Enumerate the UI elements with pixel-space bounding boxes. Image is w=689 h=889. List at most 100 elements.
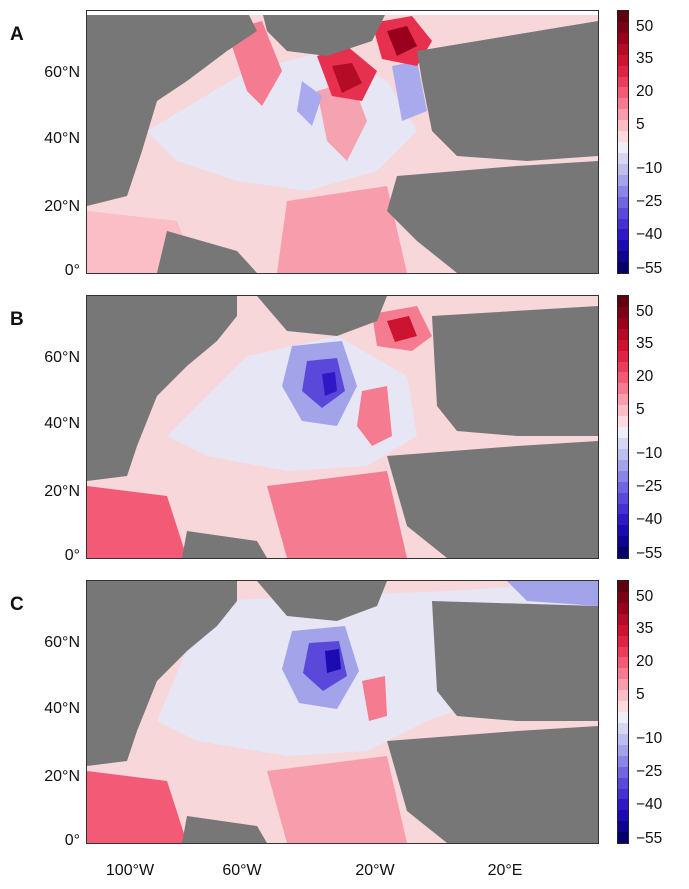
colorbar-label: −10 bbox=[636, 445, 663, 462]
colorbar-label: −25 bbox=[636, 763, 663, 780]
colorbar-label: 35 bbox=[636, 335, 654, 352]
positive-anomaly-core bbox=[387, 26, 417, 56]
colorbar-segment bbox=[618, 350, 628, 362]
colorbar-label: 50 bbox=[636, 588, 654, 605]
colorbar-segment bbox=[618, 372, 628, 384]
colorbar bbox=[617, 295, 629, 559]
colorbar-segment bbox=[618, 328, 628, 340]
colorbar-segment bbox=[618, 722, 628, 734]
colorbar-label: −55 bbox=[636, 260, 663, 277]
colorbar-segment bbox=[618, 109, 628, 121]
colorbar bbox=[617, 10, 629, 274]
colorbar-label: −40 bbox=[636, 226, 663, 243]
colorbar-label: 5 bbox=[636, 401, 645, 418]
colorbar bbox=[617, 580, 629, 844]
colorbar-segment bbox=[618, 98, 628, 110]
colorbar-segment bbox=[618, 54, 628, 66]
colorbar-segment bbox=[618, 229, 628, 241]
negative-anomaly-core bbox=[325, 649, 341, 673]
colorbar-label: −25 bbox=[636, 193, 663, 210]
panel-label: C bbox=[10, 594, 24, 615]
positive-anomaly-region bbox=[87, 486, 187, 558]
colorbar-segment bbox=[618, 142, 628, 153]
colorbar-segment bbox=[618, 810, 628, 822]
lon-label-20e: 20°E bbox=[487, 862, 523, 879]
land-south-america bbox=[182, 531, 267, 558]
colorbar-label: −40 bbox=[636, 796, 663, 813]
land-africa bbox=[387, 726, 598, 843]
colorbar-segment bbox=[618, 492, 628, 504]
panel-label: A bbox=[10, 24, 24, 45]
colorbar-segment bbox=[618, 339, 628, 351]
colorbar-segment bbox=[618, 306, 628, 318]
colorbar-segment bbox=[618, 437, 628, 449]
map-a bbox=[86, 10, 599, 274]
colorbar-label: −10 bbox=[636, 160, 663, 177]
colorbar-segment bbox=[618, 635, 628, 647]
panel-label: B bbox=[10, 309, 24, 330]
colorbar-segment bbox=[618, 832, 628, 844]
colorbar-segment bbox=[618, 701, 628, 713]
positive-anomaly-region bbox=[267, 756, 407, 843]
positive-anomaly-core bbox=[387, 316, 417, 342]
land-europe bbox=[432, 601, 598, 721]
land-greenland bbox=[257, 581, 387, 621]
colorbar-label: −10 bbox=[636, 730, 663, 747]
positive-anomaly-region bbox=[277, 186, 407, 273]
colorbar-segment bbox=[618, 613, 628, 625]
colorbar-segment bbox=[618, 240, 628, 252]
land-greenland bbox=[257, 296, 387, 336]
land-greenland bbox=[262, 11, 387, 56]
land-north-america bbox=[87, 11, 257, 206]
colorbar-segment bbox=[618, 361, 628, 373]
colorbar-segment bbox=[618, 448, 628, 460]
colorbar-segment bbox=[618, 646, 628, 658]
colorbar-segment bbox=[618, 712, 628, 723]
colorbar-segment bbox=[618, 185, 628, 197]
colorbar-segment bbox=[618, 163, 628, 175]
colorbar-label: 20 bbox=[636, 368, 654, 385]
colorbar-segment bbox=[618, 821, 628, 833]
colorbar-segment bbox=[618, 690, 628, 702]
positive-anomaly-region bbox=[362, 676, 387, 721]
colorbar-label: −55 bbox=[636, 830, 663, 847]
colorbar-segment bbox=[618, 87, 628, 99]
positive-anomaly-region bbox=[317, 81, 367, 161]
colorbar-segment bbox=[618, 317, 628, 329]
map-b bbox=[86, 295, 599, 559]
colorbar-segment bbox=[618, 536, 628, 548]
colorbar-segment bbox=[618, 514, 628, 526]
positive-anomaly-region bbox=[87, 771, 187, 843]
negative-anomaly-region bbox=[507, 581, 598, 606]
colorbar-segment bbox=[618, 251, 628, 263]
colorbar-segment bbox=[618, 459, 628, 471]
map-c bbox=[86, 580, 599, 844]
colorbar-segment bbox=[618, 43, 628, 55]
lon-label-60w: 60°W bbox=[222, 862, 262, 879]
land-north-america bbox=[87, 296, 237, 481]
colorbar-label: 5 bbox=[636, 686, 645, 703]
land-africa bbox=[387, 441, 598, 558]
colorbar-segment bbox=[618, 799, 628, 811]
land-europe bbox=[417, 21, 598, 161]
colorbar-segment bbox=[618, 76, 628, 88]
colorbar-segment bbox=[618, 207, 628, 219]
colorbar-segment bbox=[618, 657, 628, 669]
positive-anomaly-region bbox=[267, 471, 407, 558]
lon-label-20w: 20°W bbox=[355, 862, 395, 879]
anomaly-map bbox=[87, 581, 598, 843]
colorbar-segment bbox=[618, 296, 628, 307]
colorbar-segment bbox=[618, 405, 628, 417]
colorbar-segment bbox=[618, 581, 628, 592]
colorbar-segment bbox=[618, 218, 628, 230]
anomaly-map bbox=[87, 296, 598, 558]
colorbar-segment bbox=[618, 525, 628, 537]
colorbar-label: 35 bbox=[636, 50, 654, 67]
positive-anomaly-region bbox=[357, 386, 392, 446]
colorbar-segment bbox=[618, 11, 628, 22]
colorbar-label: 20 bbox=[636, 653, 654, 670]
colorbar-segment bbox=[618, 470, 628, 482]
colorbar-segment bbox=[618, 120, 628, 132]
colorbar-segment bbox=[618, 196, 628, 208]
colorbar-segment bbox=[618, 65, 628, 77]
